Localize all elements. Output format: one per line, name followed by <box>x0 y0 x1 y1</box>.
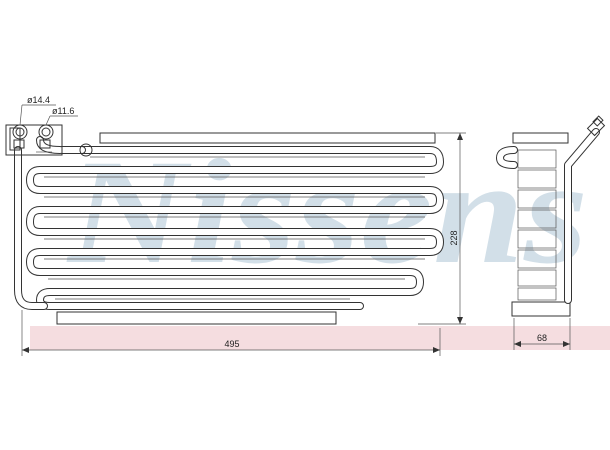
height-dimension <box>418 132 466 325</box>
side-fins <box>517 149 557 301</box>
pipe-leaders <box>19 104 78 126</box>
depth-dimension <box>513 318 571 350</box>
side-bottom-plate <box>511 301 571 317</box>
front-view: ø14.4 ø11.6 228 495 <box>5 95 466 356</box>
pipe-large-diameter: ø14.4 <box>27 95 50 105</box>
side-view: 68 <box>496 115 606 350</box>
length-dimension <box>21 310 441 356</box>
height-label: 228 <box>449 230 459 245</box>
pipe-small-diameter: ø11.6 <box>52 106 74 116</box>
length-label: 495 <box>224 339 239 349</box>
side-pipe <box>496 115 606 304</box>
core-bottom-plate <box>56 311 337 325</box>
pipe-bend-circle <box>79 143 93 157</box>
core-top-plate <box>99 132 436 144</box>
flange-block <box>5 124 63 156</box>
highlight-band <box>30 326 610 350</box>
depth-label: 68 <box>537 333 547 343</box>
tube-coil <box>26 146 444 310</box>
side-top-plate <box>512 132 569 144</box>
